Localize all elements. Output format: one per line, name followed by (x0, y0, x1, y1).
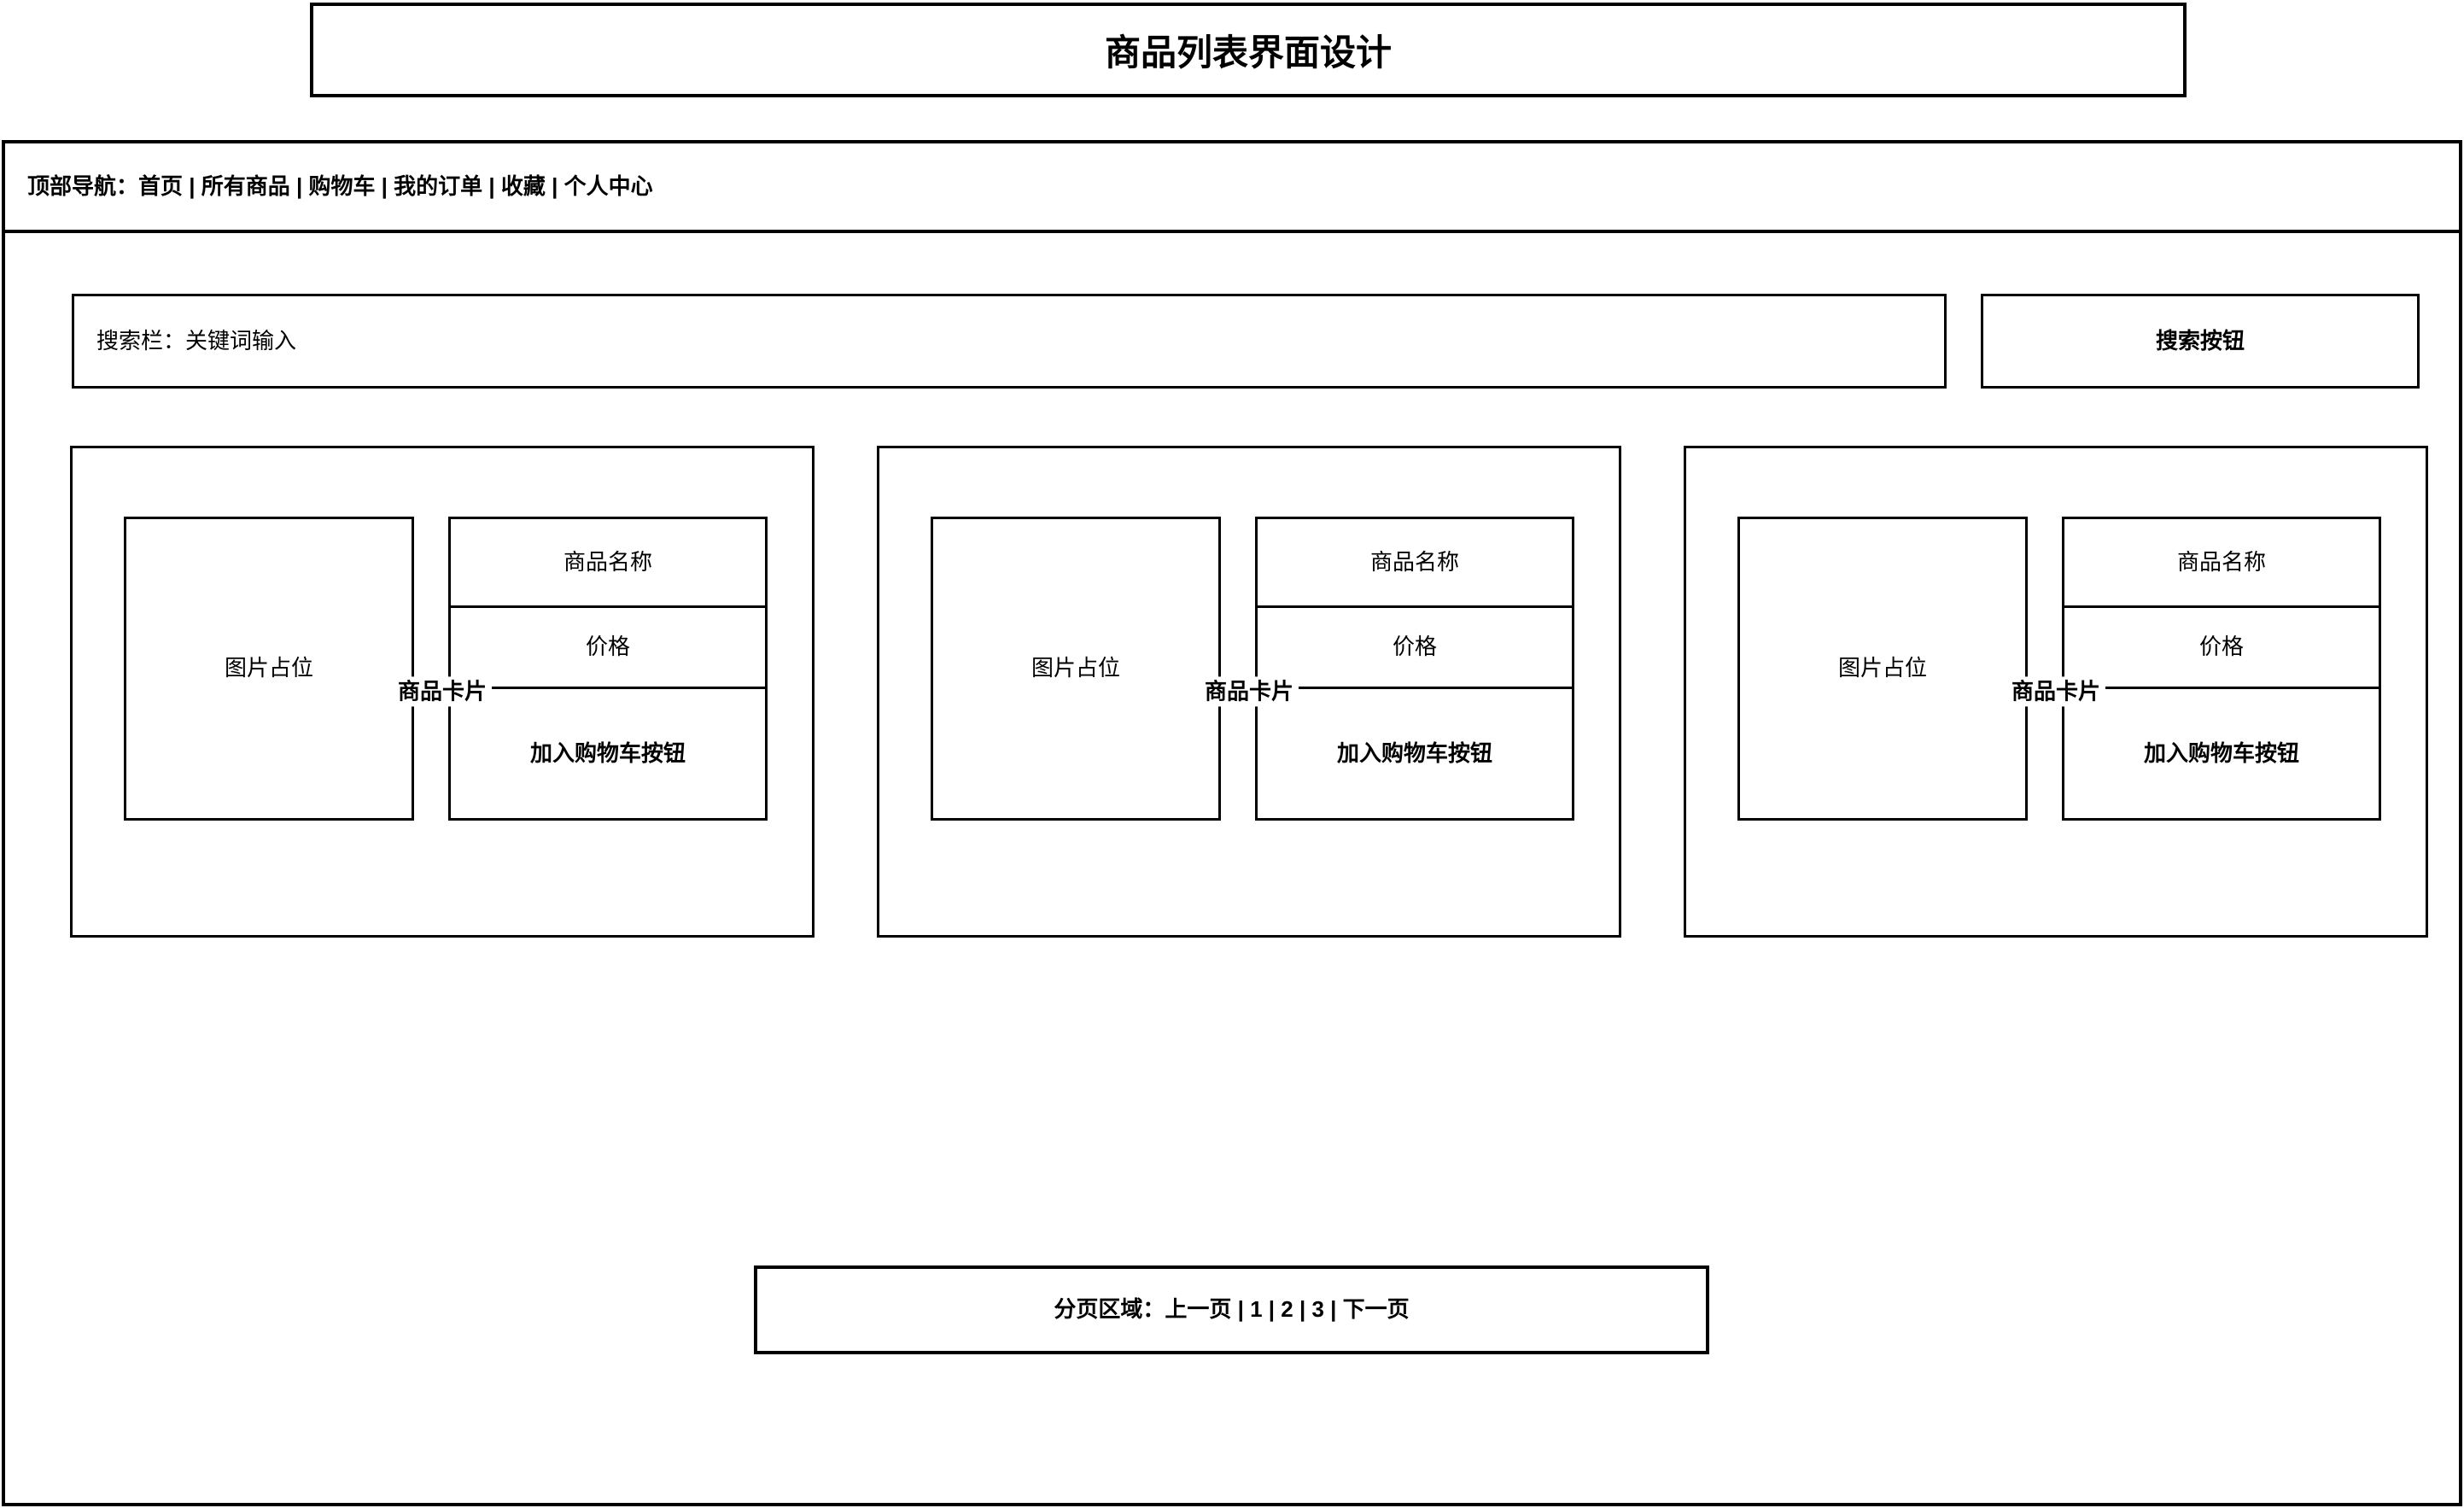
product-price-box: 价格 (451, 608, 765, 689)
product-image-label: 图片占位 (1031, 655, 1120, 681)
product-image-label: 图片占位 (1837, 655, 1927, 681)
search-input-label: 搜索栏：关键词输入 (96, 327, 297, 354)
product-info-column: 商品名称 价格 加入购物车按钮 (1255, 517, 1574, 821)
top-nav-bar[interactable]: 顶部导航：首页 | 所有商品 | 购物车 | 我的订单 | 收藏 | 个人中心 (5, 143, 2459, 233)
product-card[interactable]: 图片占位 商品名称 价格 加入购物车按钮 商品卡片 (877, 446, 1621, 938)
search-input[interactable]: 搜索栏：关键词输入 (72, 294, 1947, 389)
product-name-box: 商品名称 (2064, 519, 2379, 608)
product-card[interactable]: 图片占位 商品名称 价格 加入购物车按钮 商品卡片 (70, 446, 815, 938)
pagination-bar[interactable]: 分页区域：上一页 | 1 | 2 | 3 | 下一页 (754, 1265, 1709, 1354)
product-name-label: 商品名称 (1369, 548, 1459, 575)
product-image-placeholder: 图片占位 (931, 517, 1221, 821)
product-image-label: 图片占位 (224, 655, 313, 681)
search-button[interactable]: 搜索按钮 (1981, 294, 2420, 389)
product-price-label: 价格 (2198, 634, 2244, 660)
add-to-cart-button[interactable]: 加入购物车按钮 (1258, 689, 1572, 818)
product-name-label: 商品名称 (2176, 548, 2266, 575)
product-name-label: 商品名称 (563, 548, 652, 575)
product-card[interactable]: 图片占位 商品名称 价格 加入购物车按钮 商品卡片 (1684, 446, 2428, 938)
page-title: 商品列表界面设计 (1104, 32, 1392, 73)
add-to-cart-label: 加入购物车按钮 (2143, 739, 2299, 766)
product-info-column: 商品名称 价格 加入购物车按钮 (448, 517, 768, 821)
top-nav-text[interactable]: 顶部导航：首页 | 所有商品 | 购物车 | 我的订单 | 收藏 | 个人中心 (27, 172, 653, 199)
product-price-label: 价格 (1392, 634, 1437, 660)
product-image-placeholder: 图片占位 (1737, 517, 2028, 821)
search-button-label: 搜索按钮 (2155, 327, 2245, 354)
product-price-box: 价格 (2064, 608, 2379, 689)
product-price-label: 价格 (585, 634, 630, 660)
product-image-placeholder: 图片占位 (124, 517, 414, 821)
product-name-box: 商品名称 (451, 519, 765, 608)
product-card-label: 商品卡片 (2006, 676, 2106, 707)
product-price-box: 价格 (1258, 608, 1572, 689)
page-title-box: 商品列表界面设计 (310, 3, 2187, 97)
add-to-cart-label: 加入购物车按钮 (1336, 739, 1492, 766)
product-info-column: 商品名称 价格 加入购物车按钮 (2062, 517, 2381, 821)
product-name-box: 商品名称 (1258, 519, 1572, 608)
pagination-text: 分页区域：上一页 | 1 | 2 | 3 | 下一页 (1054, 1296, 1410, 1323)
add-to-cart-button[interactable]: 加入购物车按钮 (451, 689, 765, 818)
add-to-cart-label: 加入购物车按钮 (529, 739, 686, 766)
add-to-cart-button[interactable]: 加入购物车按钮 (2064, 689, 2379, 818)
product-card-label: 商品卡片 (1199, 676, 1299, 707)
product-card-label: 商品卡片 (392, 676, 493, 707)
